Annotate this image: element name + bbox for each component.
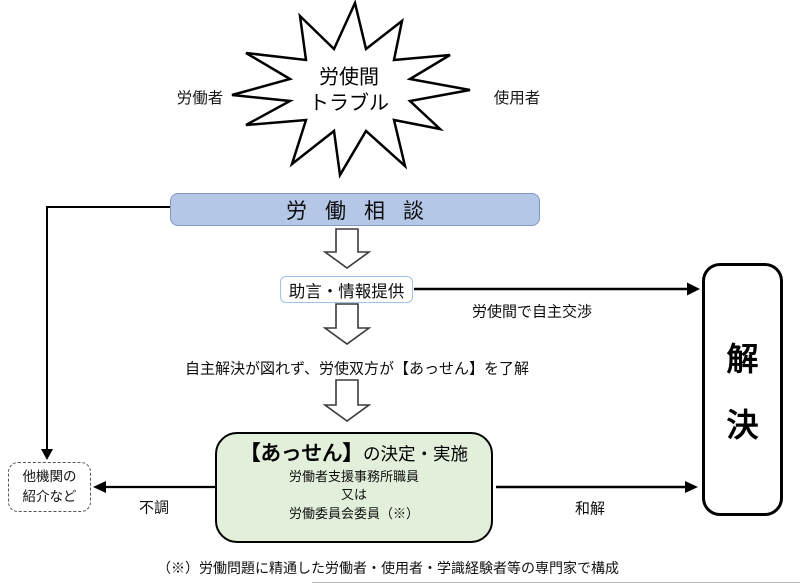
worker-label: 労働者 <box>176 90 224 107</box>
starburst-text: 労使間 トラブル <box>309 65 389 118</box>
other-org-line1: 他機関の <box>22 468 77 484</box>
resolution-char2: 決 <box>726 406 759 443</box>
arrowhead-other-org <box>41 449 53 460</box>
agree-text: 自主解決が図れず、労使双方が【あっせん】を了解 <box>185 360 529 378</box>
failure-label: 不調 <box>138 499 170 517</box>
settlement-label: 和解 <box>574 500 606 518</box>
labor-consultation-label: 労働相談 <box>286 199 442 223</box>
assen-title: 【あっせん】の決定・実施 <box>240 441 468 468</box>
arrowhead-settlement <box>685 481 698 493</box>
assen-staff-line1: 労働者支援事務所職員 <box>288 468 419 484</box>
arrowhead-failure <box>93 481 106 493</box>
assen-decision-box: 【あっせん】の決定・実施 労働者支援事務所職員 又は 労働委員会委員（※） <box>215 432 493 543</box>
footnote: （※）労働問題に精通した労働者・使用者・学識経験者等の専門家で構成 <box>157 560 619 576</box>
advice-info-box: 助言・情報提供 <box>280 276 413 303</box>
advice-info-label: 助言・情報提供 <box>288 282 405 301</box>
self-negotiation-label: 労使間で自主交渉 <box>471 303 593 321</box>
labor-consultation-bar: 労働相談 <box>170 193 540 226</box>
starburst-text-line1: 労使間 <box>319 66 379 89</box>
other-org-box: 他機関の 紹介など <box>8 462 91 512</box>
assen-title-rest: の決定・実施 <box>363 444 468 464</box>
resolution-box: 解 決 <box>702 263 783 516</box>
starburst-shape <box>231 0 471 179</box>
assen-staff-line3: 労働委員会委員（※） <box>288 506 419 522</box>
resolution-char1: 解 <box>726 340 759 377</box>
arrowhead-self-negotiation <box>687 282 700 296</box>
assen-title-emphasis: 【あっせん】 <box>240 442 363 465</box>
block-arrow-down-3 <box>322 379 372 422</box>
block-arrow-down-2 <box>322 303 372 345</box>
block-arrow-down-1 <box>322 228 372 269</box>
starburst-text-line2: トラブル <box>309 93 389 115</box>
other-org-line2: 紹介など <box>22 489 77 504</box>
bottom-edge-line <box>312 582 800 583</box>
connector-consultation-to-other-org <box>46 206 170 450</box>
employer-label: 使用者 <box>493 90 541 107</box>
assen-staff-line2: 又は <box>340 487 367 503</box>
